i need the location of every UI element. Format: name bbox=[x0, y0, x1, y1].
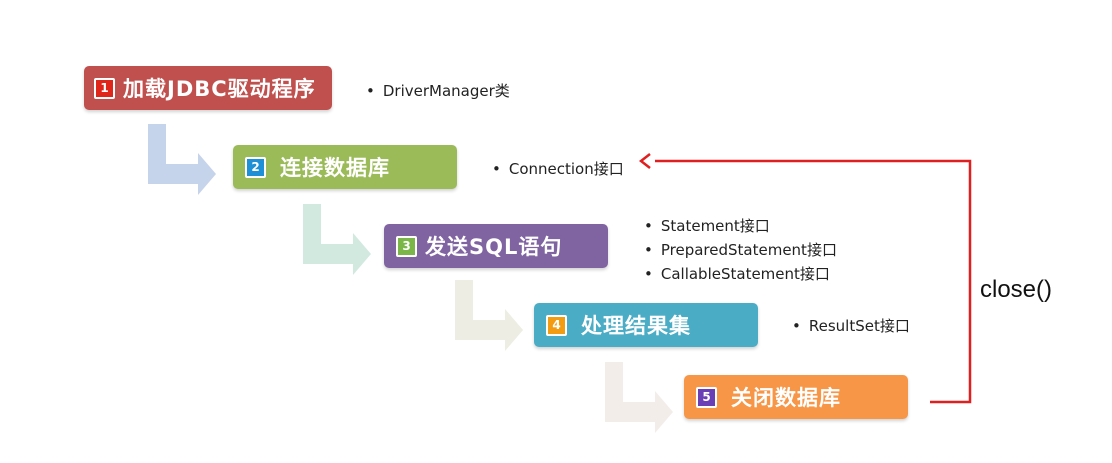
step-5-close: 5 关闭数据库 bbox=[684, 375, 908, 419]
step-2-notes: Connection接口 bbox=[492, 157, 624, 181]
step-3-notes: Statement接口 PreparedStatement接口 Callable… bbox=[644, 214, 837, 286]
connector-arrow-4 bbox=[605, 362, 673, 433]
connector-arrow-1 bbox=[148, 124, 216, 195]
close-feedback-line bbox=[655, 159, 972, 404]
step-3-send-sql: 3 发送SQL语句 bbox=[384, 224, 608, 268]
step-4-number: 4 bbox=[546, 314, 567, 336]
connector-arrow-3 bbox=[455, 280, 523, 351]
note-connection: Connection接口 bbox=[492, 157, 624, 181]
step-5-number: 5 bbox=[696, 386, 717, 408]
note-statement: Statement接口 bbox=[644, 214, 837, 238]
step-2-label: 连接数据库 bbox=[280, 156, 390, 180]
step-5-label: 关闭数据库 bbox=[731, 386, 841, 410]
step-1-label: 加载JDBC驱动程序 bbox=[123, 77, 316, 101]
note-callable-statement: CallableStatement接口 bbox=[644, 262, 837, 286]
step-3-number: 3 bbox=[396, 235, 417, 257]
step-4-process-results: 4 处理结果集 bbox=[534, 303, 758, 347]
connector-arrow-2 bbox=[303, 204, 371, 275]
step-1-notes: DriverManager类 bbox=[366, 79, 510, 103]
note-resultset: ResultSet接口 bbox=[792, 314, 910, 338]
step-4-notes: ResultSet接口 bbox=[792, 314, 910, 338]
step-1-number: 1 bbox=[94, 77, 115, 99]
step-3-label: 发送SQL语句 bbox=[425, 235, 563, 259]
close-feedback-label: close() bbox=[980, 276, 1053, 303]
step-2-connect: 2 连接数据库 bbox=[233, 145, 457, 189]
step-2-number: 2 bbox=[245, 156, 266, 178]
step-4-label: 处理结果集 bbox=[581, 314, 691, 338]
note-prepared-statement: PreparedStatement接口 bbox=[644, 238, 837, 262]
close-feedback-arrowhead bbox=[638, 153, 651, 169]
step-1-load-driver: 1 加载JDBC驱动程序 bbox=[84, 66, 332, 110]
note-driver-manager: DriverManager类 bbox=[366, 79, 510, 103]
